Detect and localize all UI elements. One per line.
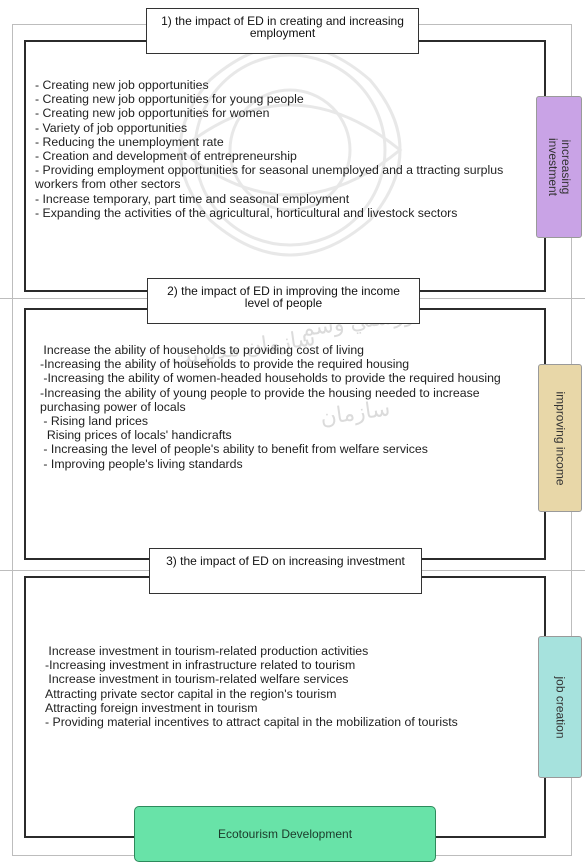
list-item: -Increasing the ability of households to… — [40, 357, 410, 372]
list-item: Increase the ability of households to pr… — [40, 343, 365, 357]
side-tab-investment-label: increasing investment — [546, 137, 573, 197]
list-item: - Creation and development of entreprene… — [35, 149, 297, 164]
list-item: - Creating new job opportunities for wom… — [35, 106, 270, 121]
side-tab-income: improving income — [538, 364, 582, 512]
panel-income-items: Increase the ability of households to pr… — [40, 343, 516, 471]
side-tab-job: job creation — [538, 636, 582, 778]
list-item: - Improving people's living standards — [40, 456, 243, 471]
list-item: - Providing employment opportunities for… — [35, 163, 507, 192]
side-tab-investment: increasing investment — [536, 96, 582, 238]
list-item: Increase investment in tourism-related w… — [45, 672, 349, 687]
panel-investment-items: Increase investment in tourism-related p… — [45, 644, 525, 729]
panel-employment-items: - Creating new job opportunities - Creat… — [35, 78, 535, 220]
list-item: Attracting foreign investment in tourism — [45, 700, 258, 715]
list-item: Rising prices of locals' handicrafts — [40, 428, 232, 443]
list-item: - Creating new job opportunities for you… — [35, 92, 304, 107]
list-item: - Expanding the activities of the agricu… — [35, 205, 458, 220]
ecotourism-development-box: Ecotourism Development — [134, 806, 436, 862]
list-item: Attracting private sector capital in the… — [45, 686, 337, 701]
panel-investment-header: 3) the impact of ED on increasing invest… — [149, 548, 422, 594]
side-tab-job-label: job creation — [553, 675, 568, 739]
list-item: -Increasing the ability of young people … — [40, 385, 483, 414]
list-item: - Increasing the level of people's abili… — [40, 442, 428, 457]
list-item: - Providing material incentives to attra… — [45, 715, 458, 730]
panel-income-header: 2) the impact of ED in improving the inc… — [147, 278, 420, 324]
list-item: -Increasing investment in infrastructure… — [45, 658, 356, 673]
list-item: -Increasing the ability of women-headed … — [40, 371, 501, 386]
list-item: - Variety of job opportunities — [35, 120, 188, 135]
list-item: - Reducing the unemployment rate — [35, 134, 224, 149]
side-tab-income-label: improving income — [553, 390, 568, 486]
list-item: - Creating new job opportunities — [35, 78, 209, 92]
list-item: - Rising land prices — [40, 414, 148, 429]
list-item: - Increase temporary, part time and seas… — [35, 191, 350, 206]
panel-employment-header: 1) the impact of ED in creating and incr… — [146, 8, 419, 54]
list-item: Increase investment in tourism-related p… — [45, 644, 369, 658]
